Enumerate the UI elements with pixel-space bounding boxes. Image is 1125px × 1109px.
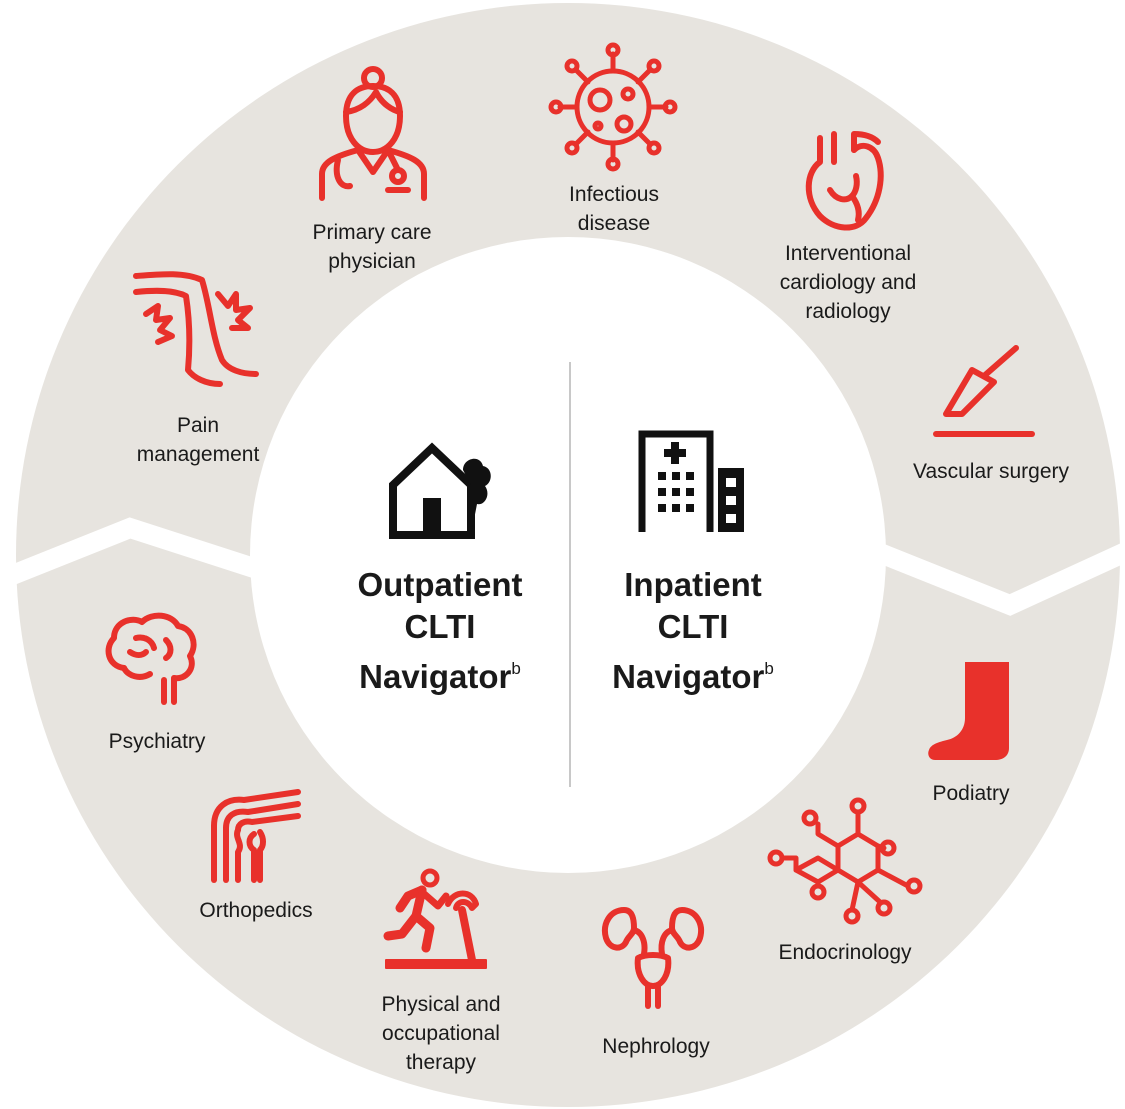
knee-joint-icon [211, 789, 301, 883]
label-vascular-surgery: Vascular surgery [912, 460, 1070, 483]
physician-icon [319, 66, 427, 201]
label-orthopedics: Orthopedics [199, 899, 313, 922]
ring-divider-right [856, 535, 1125, 616]
inpatient-title: Inpatient CLTI Navigatorb [612, 566, 774, 695]
ring-inner [250, 237, 886, 873]
virus-icon [548, 42, 678, 172]
hospital-icon [638, 430, 744, 532]
pain-legs-icon [133, 271, 259, 387]
molecule-icon [767, 797, 923, 925]
foot-icon [928, 662, 1009, 760]
label-nephrology: Nephrology [602, 1035, 710, 1058]
treadmill-runner-icon [383, 868, 487, 969]
outpatient-title: Outpatient CLTI Navigatorb [357, 566, 523, 695]
brain-icon [105, 612, 197, 705]
label-podiatry: Podiatry [932, 782, 1010, 805]
kidneys-icon [602, 907, 704, 1009]
label-psychiatry: Psychiatry [108, 730, 206, 753]
label-endocrinology: Endocrinology [778, 941, 912, 964]
heart-icon [805, 131, 884, 231]
scalpel-icon [933, 345, 1035, 437]
ring-divider-left [0, 517, 264, 590]
house-icon [389, 442, 491, 539]
